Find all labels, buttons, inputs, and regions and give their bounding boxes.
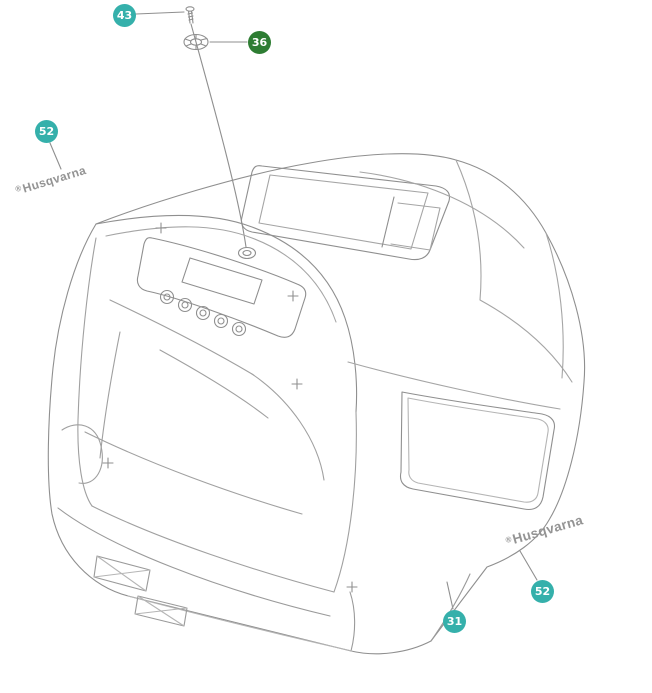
bottom-skirt [57, 507, 471, 652]
grommet-part [183, 33, 209, 51]
callout-31[interactable]: 31 [443, 610, 466, 633]
screw-bosses [102, 222, 358, 593]
display-window [181, 257, 263, 305]
screw-part [185, 6, 195, 24]
leader-lines [49, 11, 538, 610]
callout-52-left[interactable]: 52 [35, 120, 58, 143]
panel-button [231, 321, 247, 337]
panel-button [195, 305, 211, 321]
callout-52-right[interactable]: 52 [531, 580, 554, 603]
panel-button [159, 289, 175, 305]
control-panel [136, 237, 307, 338]
rear-hatch [399, 391, 556, 511]
panel-button [177, 297, 193, 313]
shoulder-crease [455, 159, 573, 383]
panel-button [213, 313, 229, 329]
callout-36[interactable]: 36 [248, 31, 271, 54]
body-outline [47, 153, 586, 655]
interior-lines [61, 237, 357, 593]
top-ridge [95, 214, 358, 413]
callout-43[interactable]: 43 [113, 4, 136, 27]
screw-hole [237, 246, 257, 260]
top-opening [240, 165, 451, 261]
